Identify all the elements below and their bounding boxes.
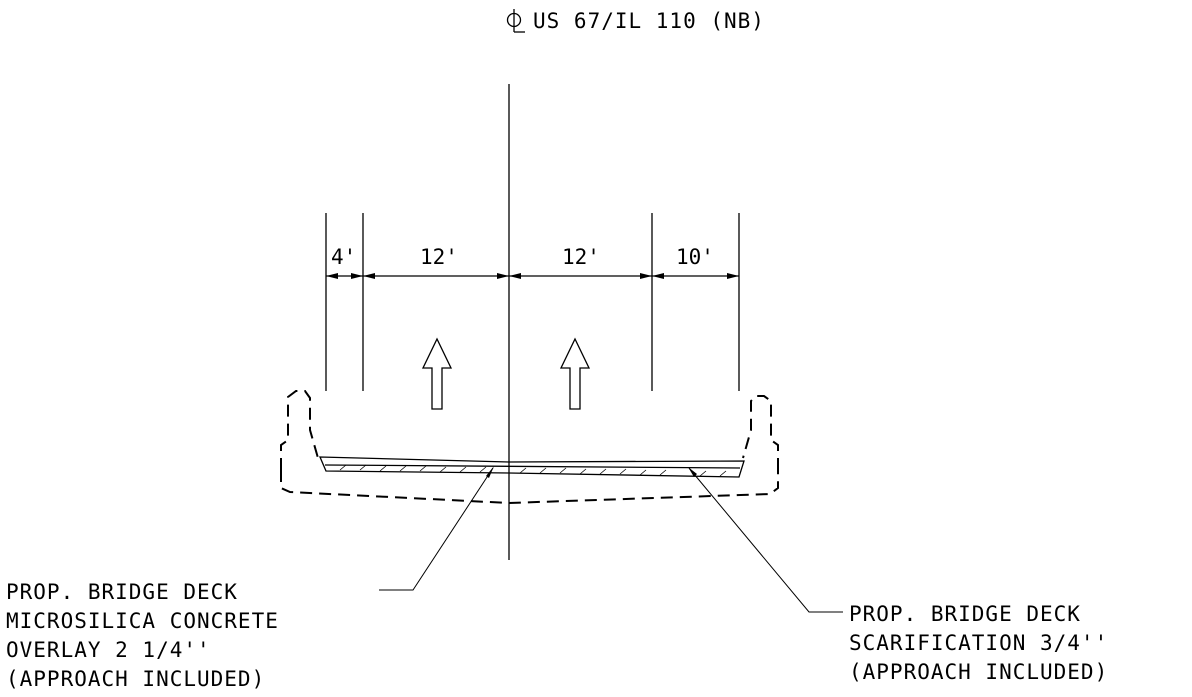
up-arrow-icon xyxy=(421,337,453,410)
overlay-hatching xyxy=(339,464,727,477)
leader-right xyxy=(688,467,843,613)
centerline-title: US 67/IL 110 (NB) xyxy=(506,9,765,33)
dimension-label-shoulder-left: 4' xyxy=(331,245,356,269)
note-overlay-line: MICROSILICA CONCRETE xyxy=(6,609,279,633)
note-overlay-line: PROP. BRIDGE DECK xyxy=(6,580,238,604)
note-scarification-line: SCARIFICATION 3/4'' xyxy=(849,631,1108,655)
note-overlay-line: (APPROACH INCLUDED) xyxy=(6,667,265,691)
proposed-overlay xyxy=(319,456,745,478)
dimension-line xyxy=(326,273,739,279)
centerline-label: US 67/IL 110 (NB) xyxy=(533,9,765,33)
dimension-label-shoulder-right: 10' xyxy=(676,245,714,269)
existing-deck-outline xyxy=(280,390,779,505)
up-arrow-icon xyxy=(559,337,591,410)
dimension-label-lane-right: 12' xyxy=(562,245,600,269)
note-overlay-line: OVERLAY 2 1/4'' xyxy=(6,638,211,662)
leader-left xyxy=(379,466,494,591)
dimension-extension-lines xyxy=(325,213,740,391)
dimension-label-lane-left: 12' xyxy=(420,245,458,269)
note-scarification-line: PROP. BRIDGE DECK xyxy=(849,602,1081,626)
note-scarification: PROP. BRIDGE DECK SCARIFICATION 3/4'' (A… xyxy=(849,602,1108,684)
centerline-symbol-icon xyxy=(506,9,525,33)
note-scarification-line: (APPROACH INCLUDED) xyxy=(849,660,1108,684)
note-overlay: PROP. BRIDGE DECK MICROSILICA CONCRETE O… xyxy=(6,580,279,691)
